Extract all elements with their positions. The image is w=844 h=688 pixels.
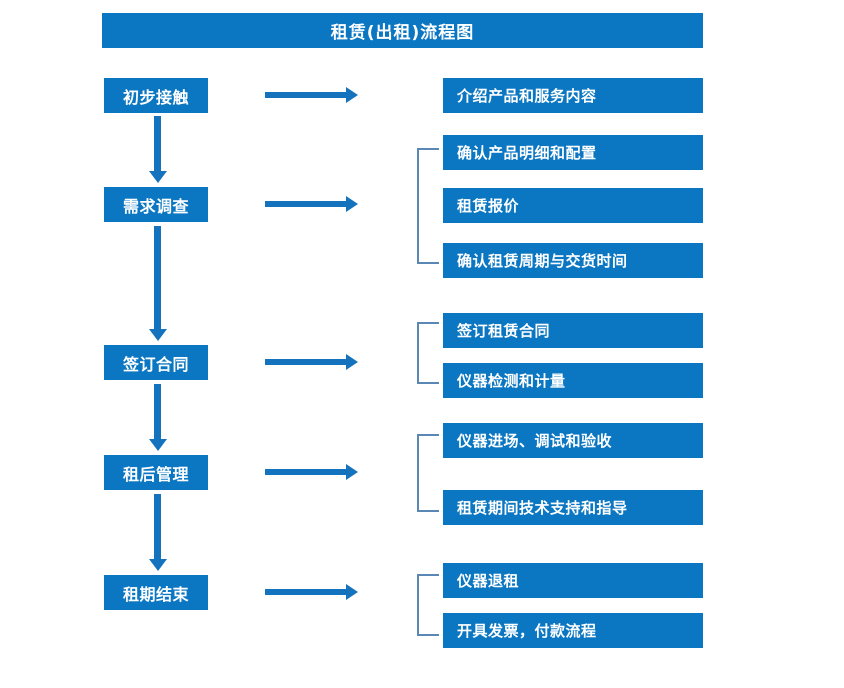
stage-box-1[interactable]: 初步接触 bbox=[104, 78, 208, 113]
vertical-arrow-4 bbox=[148, 494, 167, 571]
detail-box-4[interactable]: 确认租赁周期与交货时间 bbox=[443, 243, 703, 278]
stage-box-3[interactable]: 签订合同 bbox=[104, 345, 208, 380]
vertical-arrow-1 bbox=[148, 116, 167, 183]
detail-box-7[interactable]: 仪器进场、调试和验收 bbox=[443, 423, 703, 458]
detail-box-5[interactable]: 签订租赁合同 bbox=[443, 313, 703, 348]
horizontal-arrow-5 bbox=[265, 583, 358, 600]
group-bracket-3 bbox=[417, 434, 439, 512]
vertical-arrow-3 bbox=[148, 384, 167, 451]
detail-box-2[interactable]: 确认产品明细和配置 bbox=[443, 135, 703, 170]
vertical-arrow-2 bbox=[148, 226, 167, 341]
detail-box-3[interactable]: 租赁报价 bbox=[443, 188, 703, 223]
detail-box-10[interactable]: 开具发票，付款流程 bbox=[443, 613, 703, 648]
stage-box-4[interactable]: 租后管理 bbox=[104, 455, 208, 490]
group-bracket-2 bbox=[417, 322, 439, 384]
stage-box-5[interactable]: 租期结束 bbox=[104, 575, 208, 610]
detail-box-8[interactable]: 租赁期间技术支持和指导 bbox=[443, 490, 703, 525]
horizontal-arrow-2 bbox=[265, 195, 358, 212]
horizontal-arrow-1 bbox=[265, 86, 358, 103]
group-bracket-1 bbox=[417, 148, 439, 264]
group-bracket-4 bbox=[417, 574, 439, 636]
chart-title: 租赁(出租)流程图 bbox=[102, 13, 703, 48]
detail-box-1[interactable]: 介绍产品和服务内容 bbox=[443, 78, 703, 113]
horizontal-arrow-4 bbox=[265, 463, 358, 480]
detail-box-9[interactable]: 仪器退租 bbox=[443, 563, 703, 598]
stage-box-2[interactable]: 需求调查 bbox=[104, 187, 208, 222]
horizontal-arrow-3 bbox=[265, 353, 358, 370]
detail-box-6[interactable]: 仪器检测和计量 bbox=[443, 363, 703, 398]
